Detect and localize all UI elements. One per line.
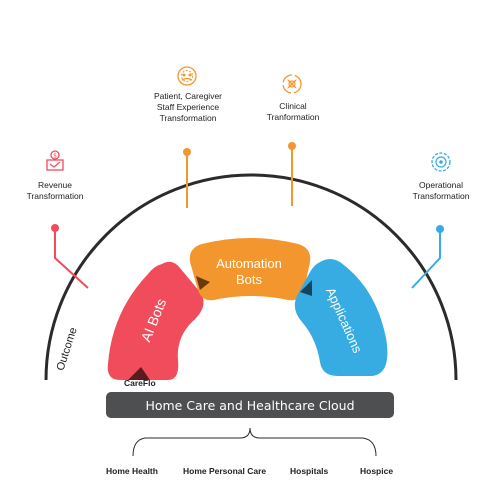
automation-bots-block: [189, 238, 311, 301]
operational-connector-dot: [436, 225, 444, 233]
arc-outcome-label: Outcome: [55, 326, 80, 372]
revenue-icon: $: [46, 150, 64, 171]
applications-block: [294, 259, 388, 376]
ai-bots-tab: [128, 367, 150, 380]
clinical-connector-dot: [288, 142, 296, 150]
patient-label: Patient, Caregiver Staff Experience Tran…: [153, 91, 223, 123]
segment-hospice: Hospice: [360, 466, 394, 476]
automation-bots-label-line1: Automation: [216, 256, 282, 271]
segment-hospitals: Hospitals: [290, 466, 329, 476]
cloud-bar: Home Care and Healthcare Cloud: [106, 392, 394, 418]
ai-bots-block: [107, 261, 204, 380]
operations-gear-icon: [431, 152, 451, 172]
careflo-label: CareFlo: [124, 378, 156, 388]
arc-gap: [87, 288, 95, 296]
arc-gap: [406, 288, 414, 296]
revenue-connector-dot: [51, 224, 59, 232]
segment-home-personal-care: Home Personal Care: [183, 466, 267, 476]
operational-label: Operational Transformation: [412, 180, 470, 201]
outcome-arc: [44, 173, 458, 381]
cloud-bar-label: Home Care and Healthcare Cloud: [145, 397, 355, 413]
automation-bots-label-line2: Bots: [236, 272, 263, 287]
automation-bots-tab: [196, 276, 210, 290]
clinical-icon: [282, 74, 302, 94]
segments-brace: [132, 427, 377, 457]
arc-gap: [184, 209, 192, 217]
revenue-connector: [54, 228, 89, 289]
arc-gap: [288, 207, 296, 215]
patient-connector-dot: [183, 148, 191, 156]
segment-home-health: Home Health: [106, 466, 158, 476]
people-gear-icon: [177, 66, 197, 86]
revenue-label: Revenue Transformation: [26, 180, 84, 201]
operational-connector: [411, 229, 441, 289]
clinical-label: Clinical Tranformation: [266, 101, 320, 122]
applications-tab: [300, 280, 312, 296]
svg-text:$: $: [53, 153, 57, 160]
